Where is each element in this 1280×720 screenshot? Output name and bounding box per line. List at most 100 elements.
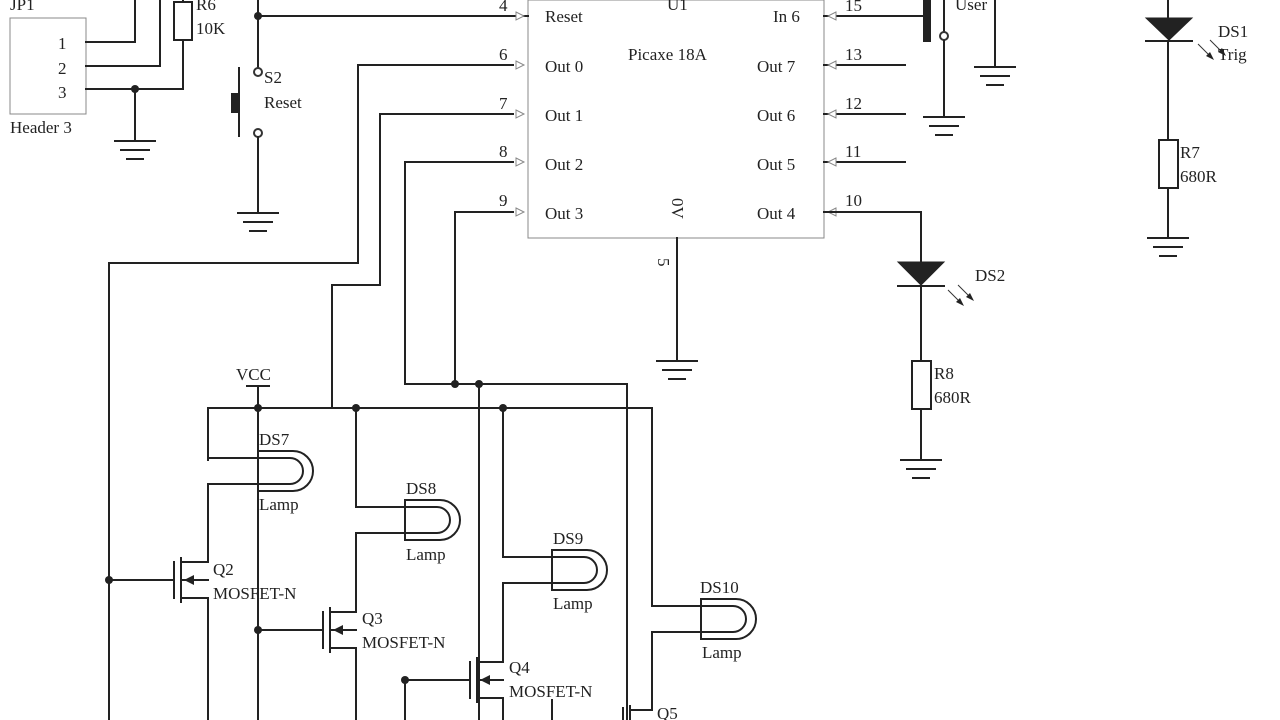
u1-pin-11-name: Out 5	[757, 155, 795, 174]
u1-pin-12-number: 12	[845, 94, 862, 113]
light-emission-icon	[1197, 39, 1226, 60]
ground-icon	[237, 212, 279, 232]
switch-s2-label: Reset	[264, 93, 302, 112]
u1-pin-15-name: In 6	[773, 7, 800, 26]
u1-pin-4-name: Reset	[545, 7, 583, 26]
u1-pin-8-name: Out 2	[545, 155, 583, 174]
u1-pin-4-number: 4	[499, 0, 508, 15]
lamp-ds7-ref: DS7	[259, 430, 290, 449]
junction-vcc	[254, 404, 262, 412]
resistor-r8: R8 680R	[911, 360, 972, 410]
u1-pin-10-name: Out 4	[757, 204, 796, 223]
mosfet-q2: Q2 MOSFET-N	[105, 557, 296, 720]
u1-pin-8-number: 8	[499, 142, 508, 161]
mosfet-q5: Q5	[622, 704, 678, 720]
lamp-ds9: DS9 Lamp	[502, 407, 608, 661]
lamp-ds7-type: Lamp	[259, 495, 299, 514]
wire-out2	[404, 161, 628, 720]
switch-user: User	[904, 0, 987, 117]
u1-pin-12-name: Out 6	[757, 106, 795, 125]
u1-pin-10-number: 10	[845, 191, 862, 210]
header-pin-1-label: 1	[58, 34, 67, 53]
lamp-ds10-ref: DS10	[700, 578, 739, 597]
u1-pin-13-name: Out 7	[757, 57, 796, 76]
u1-pin-13: 13 Out 7	[757, 45, 906, 76]
led-ds2-ref: DS2	[975, 266, 1005, 285]
wire-header-pin3	[85, 39, 184, 90]
resistor-r6-ref: R6	[196, 0, 216, 14]
u1-pin-15-number: 15	[845, 0, 862, 15]
led-ds2: DS2	[896, 261, 1005, 306]
resistor-r7: R7 680R	[1158, 139, 1218, 189]
u1-pin-15: 15 In 6	[773, 0, 906, 26]
mosfet-q5-ref: Q5	[657, 704, 678, 720]
mosfet-q4: Q4 MOSFET-N	[401, 657, 592, 720]
u1-pin-12: 12 Out 6	[757, 94, 906, 125]
header-pin-3-label: 3	[58, 83, 67, 102]
ground-icon	[923, 116, 965, 136]
header-jp1: JP1 1 2 3 Header 3	[9, 0, 87, 137]
header-jp1-ref: JP1	[10, 0, 35, 14]
wire-header-pin2	[85, 0, 161, 67]
resistor-r8-value: 680R	[934, 388, 972, 407]
ic-u1: U1 Picaxe 18A 4 Reset 6 Out 0 7 Out 1 8 …	[499, 0, 906, 267]
lamp-ds8-ref: DS8	[406, 479, 436, 498]
u1-pin-6-name: Out 0	[545, 57, 583, 76]
led-ds1-label: Trig	[1218, 45, 1247, 64]
resistor-r6-value: 10K	[196, 19, 226, 38]
resistor-r7-ref: R7	[1180, 143, 1200, 162]
mosfet-q3: Q3 MOSFET-N	[254, 607, 445, 720]
junction-out3	[451, 380, 459, 388]
led-ds1: DS1 Trig	[1144, 17, 1248, 64]
u1-pin-11-number: 11	[845, 142, 861, 161]
lamp-ds10: DS10 Lamp	[651, 578, 757, 709]
wire-out1	[331, 113, 514, 409]
u1-pin-5-number: 5	[654, 258, 673, 267]
junction-header-gnd	[131, 85, 139, 93]
u1-pin-9: 9 Out 3	[499, 191, 583, 223]
u1-pin-7-name: Out 1	[545, 106, 583, 125]
lamp-ds8: DS8 Lamp	[355, 407, 461, 611]
ground-icon	[1147, 237, 1189, 257]
lamp-ds9-ref: DS9	[553, 529, 583, 548]
ground-icon	[974, 66, 1016, 86]
wire-out4-ds2	[823, 211, 922, 263]
wire-out3	[454, 211, 514, 385]
switch-s2-ref: S2	[264, 68, 282, 87]
header-jp1-type: Header 3	[10, 118, 72, 137]
ic-u1-ref: U1	[667, 0, 688, 14]
ground-icon	[114, 140, 156, 160]
vcc-label: VCC	[236, 365, 271, 384]
lamp-ds9-type: Lamp	[553, 594, 593, 613]
mosfet-q2-ref: Q2	[213, 560, 234, 579]
u1-pin-5: 0V 5	[654, 198, 687, 267]
mosfet-q3-ref: Q3	[362, 609, 383, 628]
u1-pin-9-number: 9	[499, 191, 508, 210]
ic-u1-part: Picaxe 18A	[628, 45, 708, 64]
wire-header-pin1	[85, 0, 136, 43]
u1-pin-10: 10 Out 4	[757, 191, 862, 223]
lamp-ds7: DS7 Lamp	[207, 430, 314, 514]
resistor-r7-value: 680R	[1180, 167, 1218, 186]
header-jp1-body	[9, 17, 87, 115]
resistor-r8-ref: R8	[934, 364, 954, 383]
mosfet-q4-type: MOSFET-N	[509, 682, 592, 701]
u1-pin-6-number: 6	[499, 45, 508, 64]
resistor-r6: R6 10K	[173, 0, 226, 41]
mosfet-q2-type: MOSFET-N	[213, 584, 296, 603]
u1-pin-7: 7 Out 1	[499, 94, 583, 125]
u1-pin-8: 8 Out 2	[499, 142, 583, 174]
wire-out0	[108, 64, 514, 720]
u1-pin-9-name: Out 3	[545, 204, 583, 223]
junction-reset	[254, 12, 262, 20]
switch-s2: S2 Reset	[231, 67, 302, 138]
switch-user-label: User	[955, 0, 987, 14]
header-pin-2-label: 2	[58, 59, 67, 78]
u1-pin-6: 6 Out 0	[499, 45, 583, 76]
u1-pin-5-name: 0V	[668, 198, 687, 220]
u1-pin-4: 4 Reset	[499, 0, 583, 26]
ground-icon	[656, 360, 698, 380]
vcc-rail	[207, 407, 653, 607]
mosfet-q4-ref: Q4	[509, 658, 530, 677]
